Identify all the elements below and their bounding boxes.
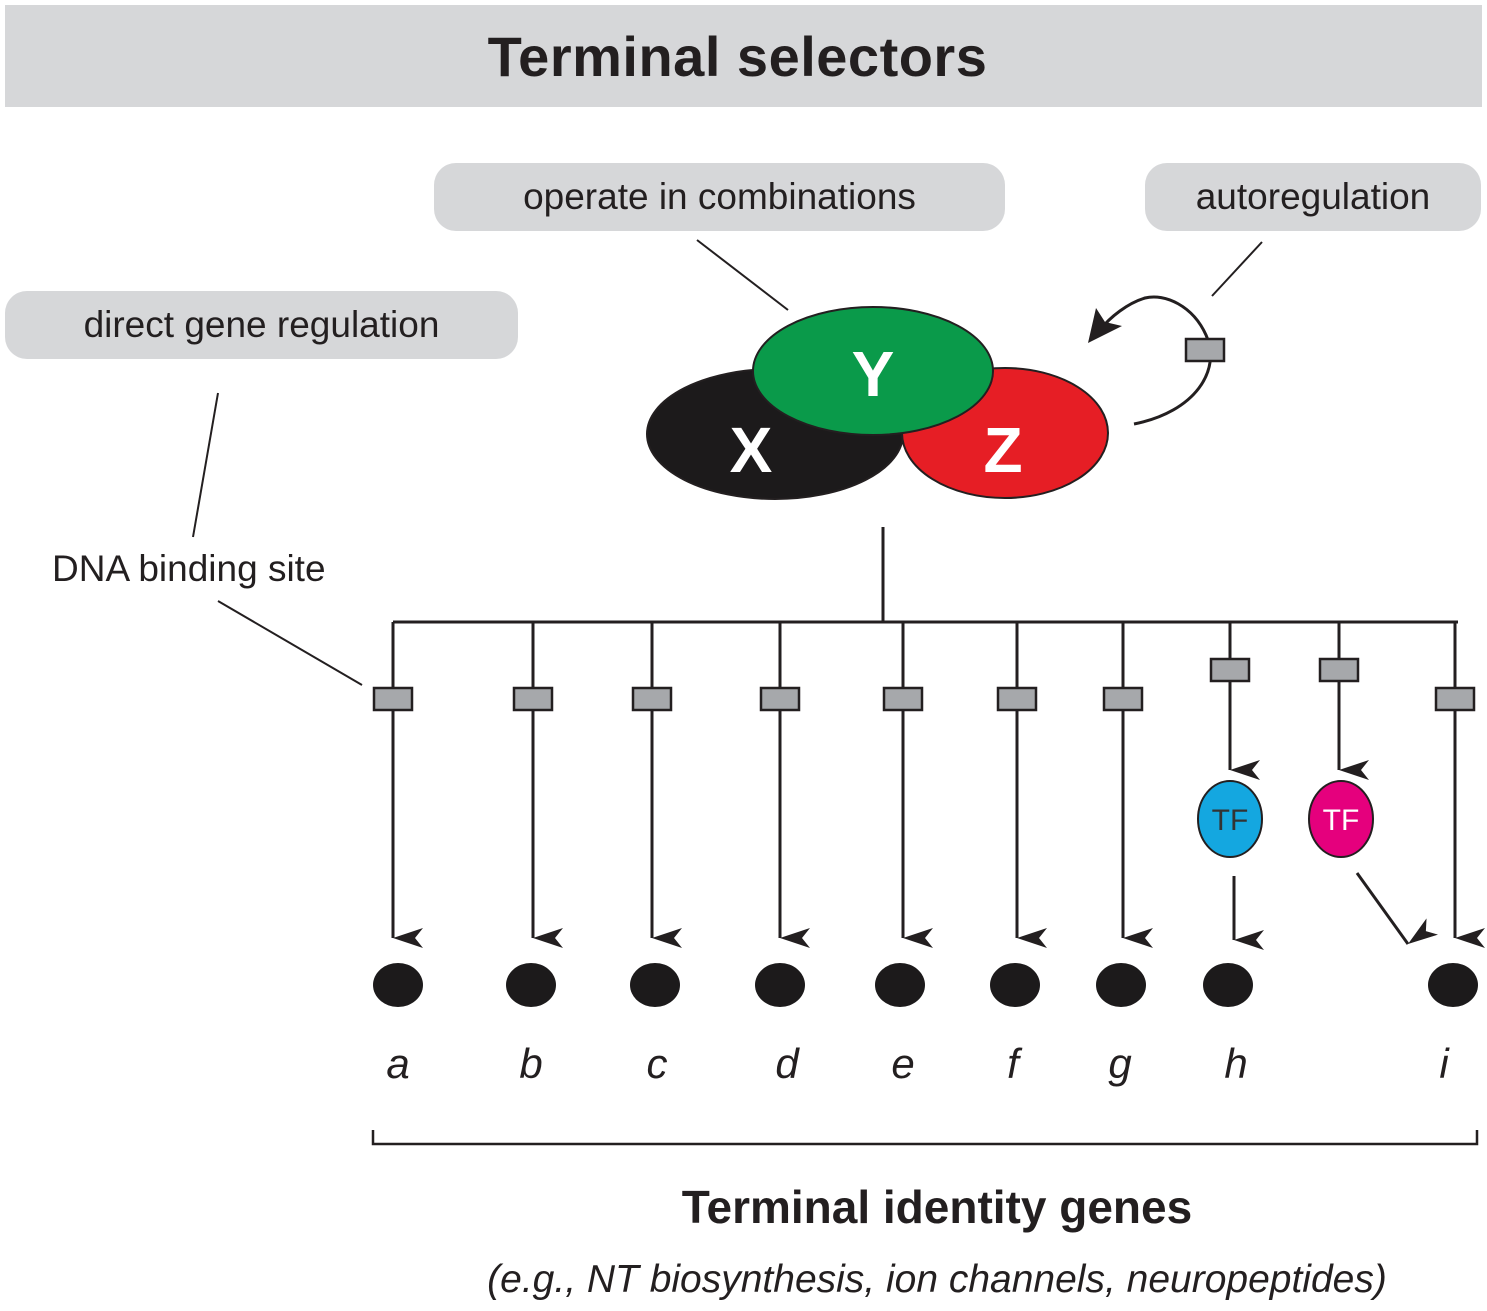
gene-node-c [630,963,680,1007]
terminal-genes-title: Terminal identity genes [681,1181,1193,1233]
binding-site [759,686,801,712]
binding-site [996,686,1038,712]
target-branch-e [882,622,933,948]
selector-z-label: Z [983,414,1022,486]
gene-label-i: i [1439,1040,1449,1087]
terminal-genes-examples: (e.g., NT biosynthesis, ion channels, ne… [487,1258,1387,1301]
tf-cyan [1197,780,1263,858]
binding-site [372,686,414,712]
gene-node-b [506,963,556,1007]
target-branch-f [996,622,1047,948]
combinations-callout: operate in combinations [434,163,1005,231]
gene-node-a [373,963,423,1007]
target-branch-i [1434,622,1485,948]
binding-site [882,686,924,712]
binding-site [1318,657,1360,683]
binding-site [1434,686,1476,712]
gene-label-g: g [1108,1040,1132,1087]
combinations-label: operate in combinations [523,176,916,217]
autoregulation-label: autoregulation [1195,176,1431,217]
gene-node-e [875,963,925,1007]
selector-y [752,306,994,436]
target-branch-g [1102,622,1153,948]
dna-binding-site-label: DNA binding site [52,548,326,589]
direct-regulation-label: direct gene regulation [83,304,440,345]
gene-label-e: e [891,1040,915,1087]
binding-site [1209,657,1251,683]
gene-node-h [1203,963,1253,1007]
gene-label-a: a [386,1040,410,1087]
combinations-leader-line [696,239,789,311]
gene-label-c: c [646,1040,668,1087]
target-branch-c [631,622,682,948]
autoregulation-leader-line [1211,241,1263,297]
tf-cyan-label: TF [1212,804,1249,837]
dna-site-leader-line [217,600,363,686]
target-branch-a [372,622,423,948]
title-banner: Terminal selectors [5,5,1482,107]
target-branch-b [512,622,563,948]
direct-regulation-callout: direct gene regulation [5,291,518,359]
gene-label-f: f [1007,1040,1019,1087]
binding-site [512,686,554,712]
direct-regulation-leader-line [192,392,219,538]
gene-node-i [1428,963,1478,1007]
autoregulation-binding-site [1184,337,1226,363]
tf-magenta-label: TF [1323,804,1360,837]
binding-site [631,686,673,712]
gene-node-d [755,963,805,1007]
tf-magenta [1308,780,1374,858]
indirect-branch-magenta: TF [1308,622,1439,945]
gene-node-f [990,963,1040,1007]
autoregulation-arrowhead [1088,308,1122,343]
binding-site [1102,686,1144,712]
gene-label-d: d [775,1040,799,1087]
genes-bracket [371,1130,1479,1146]
indirect-branch-cyan: TF [1197,622,1264,950]
page-title: Terminal selectors [487,24,988,88]
gene-label-b: b [519,1040,543,1087]
autoregulation-loop [1098,295,1212,426]
selector-x-label: X [730,414,773,486]
selector-y-label: Y [852,338,895,410]
autoregulation-callout: autoregulation [1145,163,1481,231]
gene-label-h: h [1224,1040,1248,1087]
gene-node-g [1096,963,1146,1007]
target-branch-d [759,622,810,948]
